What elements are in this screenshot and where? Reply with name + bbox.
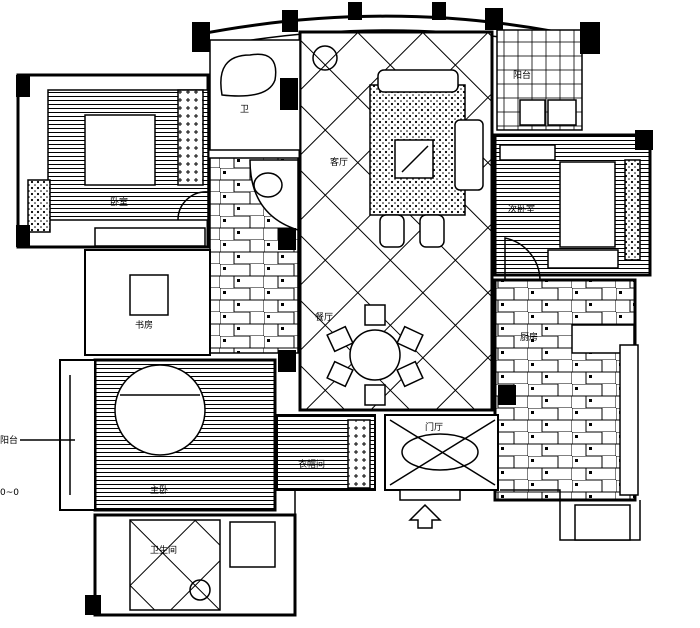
label-second-bedroom: 次卧室: [508, 203, 535, 215]
entrance-arrow-icon: [408, 503, 442, 529]
label-master-bedroom: 主卧: [150, 484, 168, 496]
label-study: 书房: [135, 319, 153, 331]
label-left-note: 0~0: [0, 488, 19, 498]
label-bathroom-top: 卫: [240, 105, 249, 115]
label-living-room: 客厅: [330, 156, 348, 168]
kitchen-floor: [493, 278, 637, 502]
label-balcony-top: 阳台: [513, 69, 531, 81]
label-foyer: 门厅: [425, 421, 443, 433]
label-bathroom: 卫生间: [150, 544, 177, 556]
dining-table: [349, 329, 401, 381]
label-balcony-left: 阳台: [0, 434, 18, 446]
label-wardrobe: 衣帽间: [298, 458, 325, 470]
label-dining-room: 餐厅: [315, 311, 333, 323]
structural-columns: [16, 2, 653, 615]
label-bedroom-left: 卧室: [110, 196, 128, 208]
label-kitchen: 厨房: [520, 331, 538, 343]
